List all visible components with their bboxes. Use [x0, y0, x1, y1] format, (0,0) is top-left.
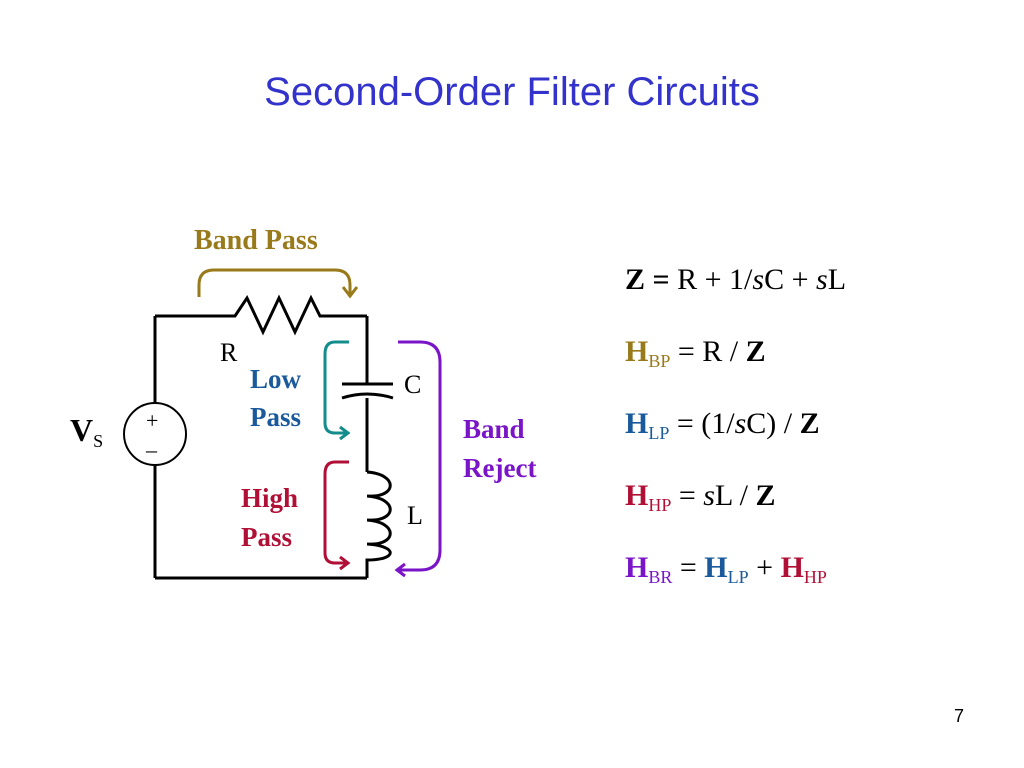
high-pass-label-line1: High — [241, 483, 299, 513]
equation-z: Z = R + 1/sC + sL — [625, 263, 847, 296]
resistor-label: R — [220, 338, 238, 367]
equation-hlp: HLP = (1/sC) / Z — [625, 407, 820, 443]
high-pass-arrow — [323, 460, 351, 571]
high-pass-label-line2: Pass — [241, 522, 293, 552]
capacitor-c — [341, 382, 394, 400]
capacitor-label: C — [404, 370, 422, 399]
low-pass-label-line2: Pass — [250, 402, 302, 432]
resistor-r — [155, 294, 367, 336]
inductor-l — [365, 470, 392, 578]
slide-title: Second-Order Filter Circuits — [264, 70, 760, 114]
band-pass-label: Band Pass — [194, 225, 318, 256]
band-reject-arrow — [394, 340, 442, 578]
band-pass-arrow — [197, 268, 359, 299]
source-plus: + — [146, 408, 159, 433]
low-pass-arrow — [323, 340, 351, 441]
band-reject-label-line1: Band — [463, 414, 525, 444]
voltage-source — [123, 402, 187, 466]
inductor-label: L — [407, 501, 423, 530]
low-pass-label-line1: Low — [250, 364, 302, 394]
page-number: 7 — [953, 706, 964, 726]
band-reject-label-line2: Reject — [463, 453, 537, 483]
source-label: VS — [70, 414, 103, 450]
equation-list: Z = R + 1/sC + sL HBP = R / Z HLP = (1/s… — [625, 262, 846, 622]
source-minus: – — [146, 437, 157, 462]
equation-hbp: HBP = R / Z — [625, 335, 766, 371]
source-v: V — [70, 412, 94, 448]
source-sub: S — [93, 431, 104, 451]
equation-hhp: HHP = sL / Z — [625, 479, 776, 515]
equation-hbr: HBR = HLP + HHP — [625, 551, 827, 587]
